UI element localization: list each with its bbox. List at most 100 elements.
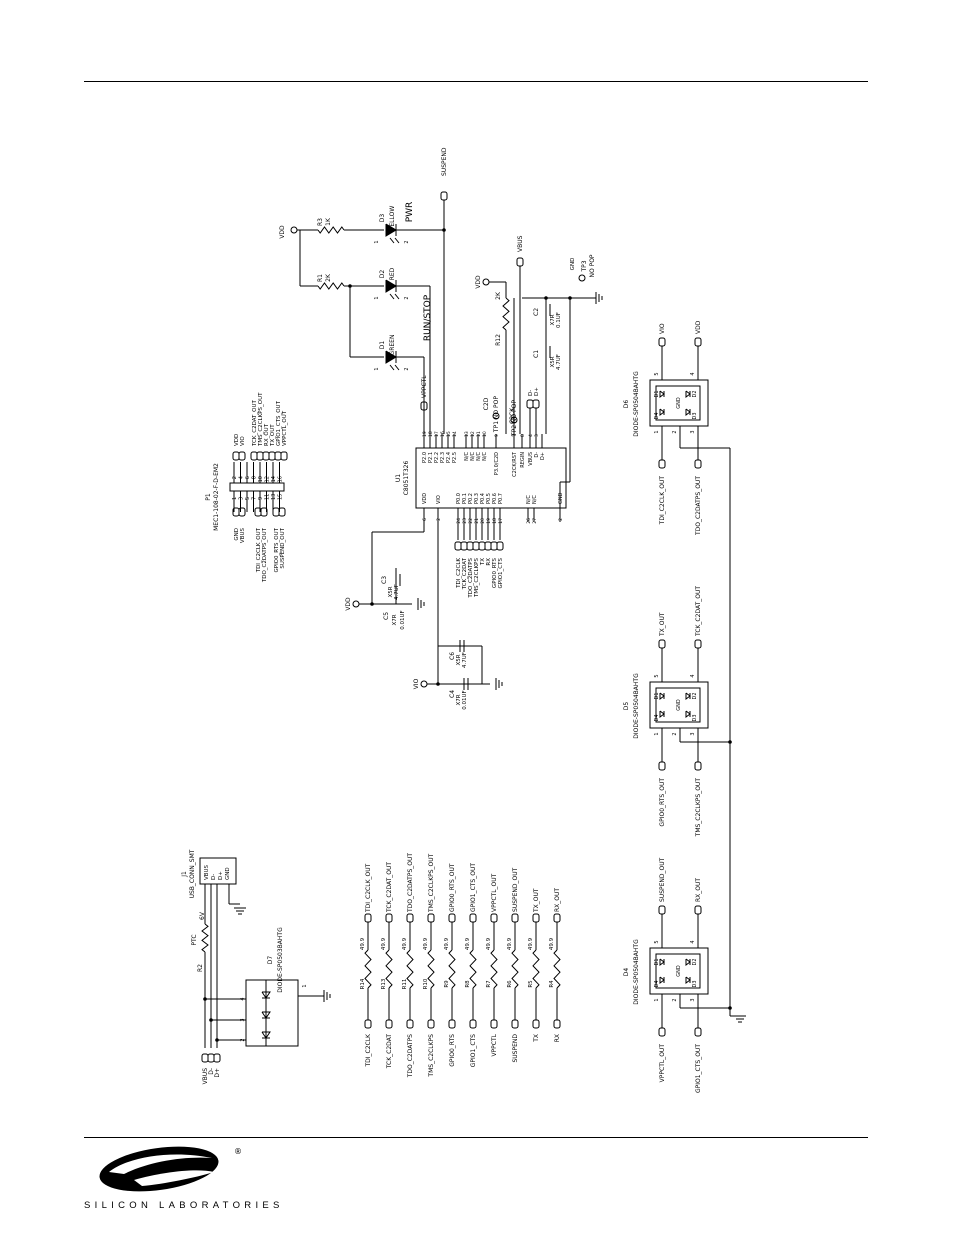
mcu-pin-name: P2.2 (434, 452, 440, 463)
led-color: RED (389, 267, 396, 280)
junction-dot (436, 682, 440, 686)
tvs-array-d5 (649, 681, 709, 729)
net-flag (478, 541, 486, 551)
junction-dot (728, 740, 732, 744)
pin-number: 1 (302, 984, 308, 987)
cap-rating: X5R (388, 586, 394, 597)
pin-number: 1 (374, 296, 380, 299)
mcu-pin-name: P0.7 (498, 493, 504, 504)
series-resistor (469, 949, 477, 989)
resistor-value: 49.9 (423, 937, 429, 950)
tvs-array-d4 (649, 947, 709, 995)
ptc-label: PTC (191, 934, 198, 945)
pin-number: 1 (654, 998, 660, 1001)
mcu-pin-name: VBUS (528, 452, 534, 466)
r2-ref: R2 (197, 964, 204, 972)
silicon-labs-logo: ® (84, 1142, 264, 1217)
mcu-pin-name: VIO (436, 495, 442, 504)
usb-part: USB_CONN_SMT (189, 849, 196, 898)
cap-rating: X7R (550, 314, 556, 325)
tvs-part: DIODE-SP0504BAHTG (633, 939, 640, 1005)
net-flag (511, 913, 519, 923)
resistor-value: 49.9 (486, 937, 492, 950)
net-label: GPIO1_CTS_OUT (276, 400, 282, 446)
tvs-diode (659, 692, 665, 700)
net-label: TCK_C2DAT_OUT (695, 586, 702, 637)
net-flag (238, 451, 246, 461)
ptc-value: 6V (199, 911, 206, 920)
net-flag (658, 905, 666, 915)
tvs-pin-label: D3 (692, 714, 698, 721)
net-flag (532, 399, 540, 409)
net-flag (694, 761, 702, 771)
resistor-ref: R6 (507, 980, 513, 988)
cap-value: 0.1UF (556, 312, 562, 328)
pin-number: 2 (404, 240, 410, 243)
net-flag (553, 913, 561, 923)
pin-number: 4 (690, 674, 696, 677)
net-flag (469, 913, 477, 923)
net-flag (694, 337, 702, 347)
mcu-pin-name: P0.3 (474, 493, 480, 504)
tvs-diode (685, 390, 691, 398)
mcu-pin-name: GND (558, 492, 564, 504)
tvs-diode (659, 710, 665, 718)
net-label: SUSPEND_OUT (659, 857, 666, 902)
pin-number: 7 (252, 497, 258, 500)
cap-ref: C2 (533, 308, 540, 316)
d7-ref: D7 (267, 956, 274, 965)
net-label: VPPCTL_OUT (491, 873, 498, 912)
net-flag (364, 1019, 372, 1029)
net-flag (694, 1027, 702, 1037)
net-flag (448, 1019, 456, 1029)
tvs-d7-body (245, 979, 299, 1047)
pin-number: 10 (258, 476, 264, 482)
pin-number: 2 (404, 296, 410, 299)
net-flag (516, 257, 524, 267)
pin-number: 2 (232, 476, 238, 479)
net-flag (420, 401, 428, 411)
pin-number: 5 (654, 940, 660, 943)
tvs-diode (685, 976, 691, 984)
vbus-label: VBUS (517, 235, 524, 252)
net-flag (364, 913, 372, 923)
connector-p1-part: MEC1-108-02-F-D-EM2 (213, 463, 220, 531)
test-point-tp2 (510, 416, 518, 424)
c2d-label: C2D (483, 397, 490, 410)
net-flag (658, 337, 666, 347)
mcu-ref: U1 (395, 474, 402, 482)
mcu-pin-number: 10 (482, 431, 488, 437)
tvs-pin-label: D1 (654, 958, 660, 965)
net-flag (385, 1019, 393, 1029)
pin-number: 8 (252, 476, 258, 479)
mcu-pin-name: P2.1 (428, 452, 434, 463)
tvs-array-d6 (649, 379, 709, 427)
mcu-pin-name: P0.1 (462, 493, 468, 504)
mcu-pin-number: 15 (446, 431, 452, 437)
mcu-pin-name: N/C (532, 495, 538, 504)
net-flag (250, 451, 258, 461)
cap-rating: X7R (392, 614, 398, 625)
cap-ref: C6 (449, 652, 456, 660)
net-label: GPIO1_CTS_OUT (695, 1044, 702, 1093)
pin-number: 3 (690, 732, 696, 735)
tvs-pin-label: D4 (654, 412, 660, 419)
net-flag (427, 1019, 435, 1029)
tvs-part: DIODE-SP0504BAHTG (633, 673, 640, 739)
net-flag (694, 639, 702, 649)
led-diode (385, 350, 397, 364)
company-name: SILICON LABORATORIES (84, 1200, 284, 1211)
tvs-pin-label: D3 (692, 412, 698, 419)
tvs-pin-label: D1 (654, 692, 660, 699)
resistor-ref: R4 (549, 980, 555, 988)
usb-pin-label: D- (211, 874, 217, 880)
connector-p1-body (229, 482, 285, 492)
net-label: D+ (214, 1068, 221, 1078)
mcu-pin-name: N/C (470, 451, 476, 460)
net-label: RX_OUT (695, 878, 702, 902)
pin-number: 4 (690, 940, 696, 943)
net-label: TDI_C2CLK (365, 1033, 372, 1068)
net-flag (658, 761, 666, 771)
net-label: TDO_C2DATPS (407, 1034, 414, 1078)
net-flag (454, 541, 462, 551)
